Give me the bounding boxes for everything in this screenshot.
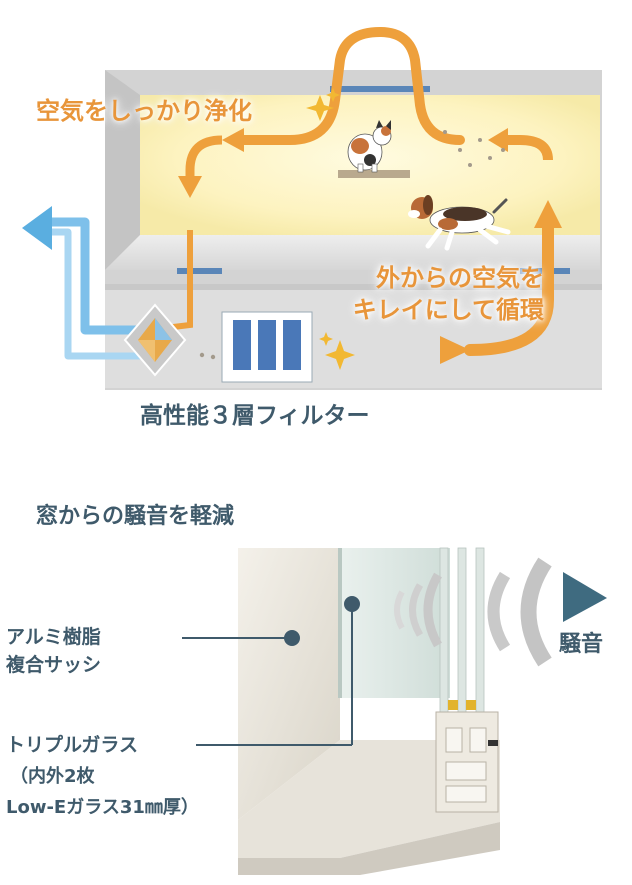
exhaust-air-path xyxy=(22,206,170,360)
glass-label-line2: （内外2枚 xyxy=(10,766,95,787)
glass-label-line1: トリプルガラス xyxy=(6,734,139,756)
callout-lines xyxy=(182,596,360,746)
flow-arrow-left-icon xyxy=(488,128,508,152)
cat-illustration xyxy=(338,120,410,178)
window-frame-illustration xyxy=(238,547,500,875)
sash-label-line2: 複合サッシ xyxy=(6,654,102,676)
circulate-label-line2: キレイにして循環 xyxy=(352,296,544,324)
circulation-air-path xyxy=(164,26,562,364)
sound-wave-icon xyxy=(394,557,552,667)
flow-arrow-up-icon xyxy=(534,200,562,228)
sparkle-icon xyxy=(306,88,355,370)
glass-label-line3: Low-Eガラス31㎜厚） xyxy=(6,797,199,818)
filter-label: 高性能３層フィルター xyxy=(140,403,370,429)
dog-illustration xyxy=(408,195,511,251)
exhaust-arrow-icon xyxy=(22,206,52,250)
window-heading: 窓からの騒音を軽減 xyxy=(36,504,235,529)
noise-label: 騒音 xyxy=(559,632,604,657)
flow-arrow-down-icon xyxy=(178,176,202,198)
filter-box-icon xyxy=(221,311,313,383)
circulate-label-line1: 外からの空気を xyxy=(376,264,544,292)
sash-label-line1: アルミ樹脂 xyxy=(6,626,101,648)
noise-source-icon xyxy=(563,572,607,622)
flow-arrow-right-icon xyxy=(440,336,470,364)
purify-label: 空気をしっかり浄化 xyxy=(36,97,252,125)
filter-diamond-icon xyxy=(123,303,187,377)
